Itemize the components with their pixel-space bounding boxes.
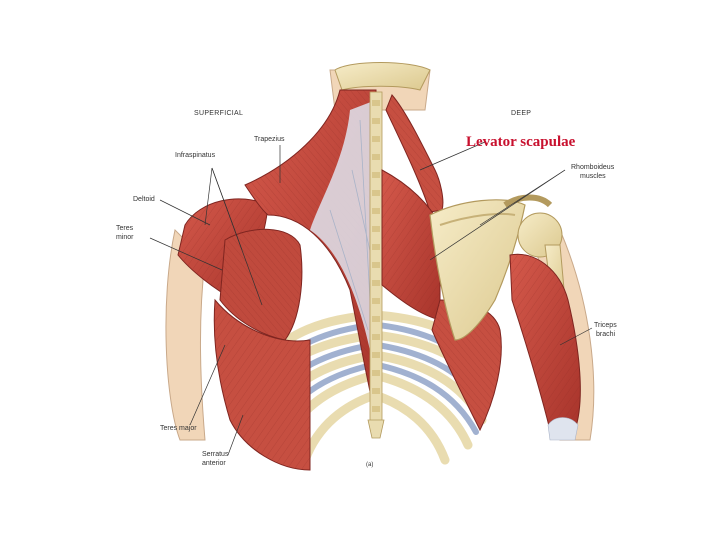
levator-scapulae-callout: Levator scapulae bbox=[466, 134, 576, 150]
label-triceps-line2: brachi bbox=[596, 331, 616, 338]
label-deltoid: Deltoid bbox=[133, 196, 155, 203]
leader-lines bbox=[149, 141, 593, 456]
scapula bbox=[429, 199, 526, 341]
label-serratus-line1: Serratus bbox=[202, 451, 229, 458]
superficial-muscles bbox=[177, 198, 311, 471]
trapezius bbox=[244, 89, 377, 411]
label-triceps-line1: Triceps bbox=[594, 322, 617, 329]
heading-superficial: SUPERFICIAL bbox=[194, 110, 244, 117]
panel-letter: (a) bbox=[366, 462, 374, 468]
deep-muscles bbox=[381, 94, 502, 432]
label-rhomboideus-line1: Rhomboideus bbox=[571, 164, 615, 171]
label-teres-minor-line1: Teres bbox=[116, 225, 134, 232]
label-teres-major: Teres major bbox=[160, 425, 197, 432]
label-infraspinatus: Infraspinatus bbox=[175, 152, 216, 159]
heading-deep: DEEP bbox=[511, 110, 532, 117]
label-trapezius: Trapezius bbox=[254, 136, 285, 143]
label-rhomboideus-line2: muscles bbox=[580, 173, 606, 180]
skull-base bbox=[334, 62, 431, 91]
label-serratus-line2: anterior bbox=[202, 460, 226, 467]
label-teres-minor-line2: minor bbox=[116, 234, 134, 241]
